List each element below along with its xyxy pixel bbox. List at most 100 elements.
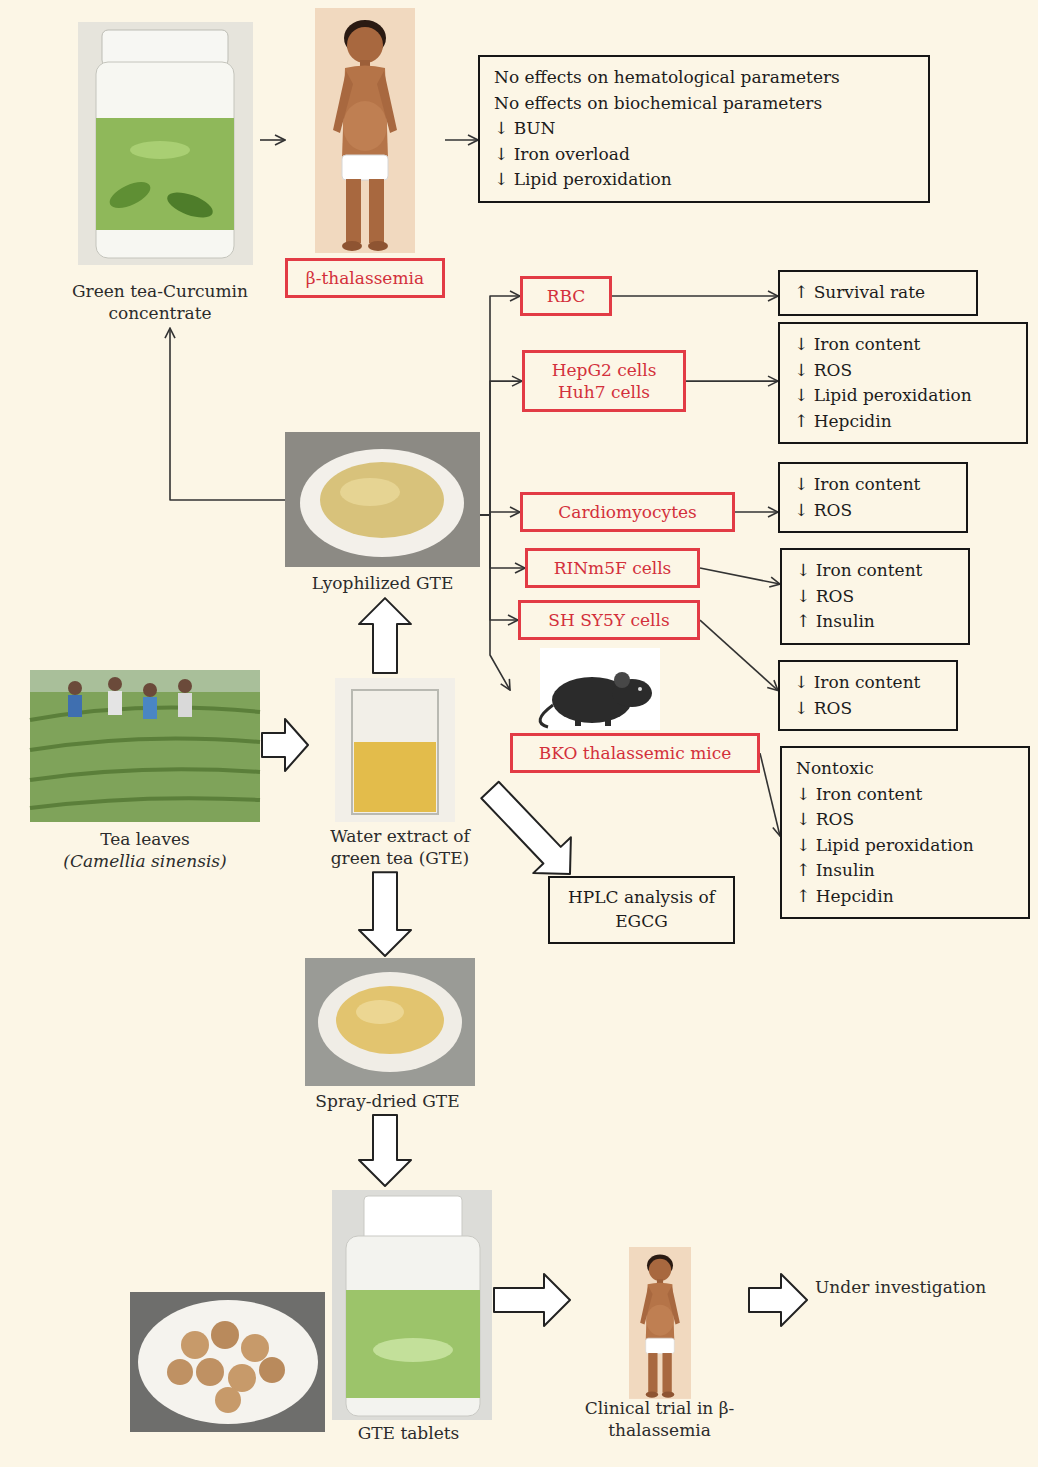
process-arrow bbox=[359, 1115, 411, 1186]
tea-field-photo bbox=[178, 693, 192, 717]
node-text: SH SY5Y cells bbox=[531, 609, 687, 631]
node-text: ↓ ROS bbox=[796, 807, 1014, 833]
lyophilized-photo bbox=[285, 432, 480, 567]
flow-arrow bbox=[480, 381, 522, 515]
node-text: ↓ ROS bbox=[794, 358, 1012, 384]
lyophilized-photo bbox=[340, 478, 400, 506]
process-arrow bbox=[262, 719, 308, 771]
tablets-photo bbox=[211, 1321, 239, 1349]
node-text: No effects on biochemical parameters bbox=[494, 91, 914, 117]
node-text: BKO thalassemic mice bbox=[510, 733, 760, 773]
tablets-photo bbox=[259, 1357, 285, 1383]
process-arrow bbox=[359, 872, 411, 956]
node-text: HPLC analysis of EGCG bbox=[564, 886, 719, 934]
tablets-photo bbox=[181, 1331, 209, 1359]
node-text: ↓ Iron content bbox=[794, 472, 952, 498]
flow-arrow bbox=[686, 380, 778, 382]
tablets-photo bbox=[130, 1292, 325, 1432]
node-text: ↓ Iron content bbox=[796, 782, 1014, 808]
flow-arrow bbox=[260, 139, 285, 141]
mouse-picture bbox=[638, 687, 642, 691]
node-text: ↑ Hepcidin bbox=[796, 884, 1014, 910]
node-text: Nontoxic bbox=[796, 756, 1014, 782]
jar-photo bbox=[96, 118, 234, 230]
model-box: SH SY5Y cells bbox=[518, 600, 700, 640]
node-text: ↑ Hepcidin bbox=[794, 409, 1012, 435]
tea-field-photo bbox=[30, 708, 260, 809]
flow-arrow bbox=[612, 295, 778, 297]
node-text: GTE tablets bbox=[325, 1422, 492, 1444]
model-box: RBC bbox=[520, 276, 612, 316]
node-text: Huh7 cells bbox=[535, 381, 673, 403]
node-text: RBC bbox=[533, 285, 599, 307]
flow-arrow bbox=[760, 753, 780, 836]
node-text: Lyophilized GTE bbox=[285, 572, 480, 594]
tea-field-photo bbox=[108, 677, 122, 691]
node-text: ↓ Iron content bbox=[796, 558, 954, 584]
spray-dried-photo bbox=[305, 958, 475, 1086]
tablets-photo bbox=[346, 1290, 480, 1398]
node-text: ↓ ROS bbox=[794, 696, 942, 722]
mouse-picture bbox=[614, 672, 630, 688]
node-text: Cardiomyocytes bbox=[533, 501, 722, 523]
tablets-photo bbox=[241, 1334, 269, 1362]
child-photo bbox=[315, 8, 415, 253]
node-text: ↓ Lipid peroxidation bbox=[796, 833, 1014, 859]
mouse-picture bbox=[575, 718, 581, 726]
mouse-picture bbox=[540, 648, 660, 730]
beaker-photo bbox=[335, 678, 455, 822]
result-box: ↓ Iron content↓ ROS↓ Lipid peroxidation↑… bbox=[778, 322, 1028, 444]
node-text: Tea leaves bbox=[30, 828, 260, 850]
model-node: BKO thalassemic mice bbox=[510, 645, 760, 773]
tablets-photo bbox=[196, 1358, 224, 1386]
process-arrow bbox=[481, 782, 571, 874]
node-text: ↓ ROS bbox=[796, 584, 954, 610]
tea-field-photo bbox=[178, 679, 192, 693]
photo-node: GTE tablets bbox=[130, 1188, 492, 1444]
photo-node: Clinical trial in β-thalassemia bbox=[572, 1245, 747, 1441]
tablets-photo bbox=[167, 1359, 193, 1385]
tablets-photo bbox=[364, 1196, 462, 1240]
tablets-photo bbox=[138, 1300, 318, 1424]
jar-photo bbox=[78, 22, 253, 265]
jar-photo bbox=[106, 177, 154, 214]
flow-arrow bbox=[700, 568, 780, 584]
result-box: Nontoxic↓ Iron content↓ ROS↓ Lipid perox… bbox=[780, 746, 1030, 919]
tea-field-photo bbox=[30, 670, 260, 822]
tablets-photo bbox=[346, 1236, 480, 1416]
node-text: No effects on hematological parameters bbox=[494, 65, 914, 91]
mouse-picture bbox=[540, 705, 553, 727]
node-text: Green tea-Curcumin concentrate bbox=[60, 280, 260, 324]
tea-field-photo bbox=[143, 683, 157, 697]
tablets-photo bbox=[373, 1338, 453, 1362]
node-text: (Camellia sinensis) bbox=[30, 850, 260, 872]
jar-photo bbox=[130, 141, 190, 159]
tea-field-photo bbox=[143, 697, 157, 719]
photo-node: Water extract of green tea (GTE) bbox=[310, 675, 490, 869]
node-text: β-thalassemia bbox=[285, 258, 445, 298]
result-box: No effects on hematological parametersNo… bbox=[478, 55, 930, 203]
result-box: HPLC analysis of EGCG bbox=[548, 876, 735, 944]
node-text: RINm5F cells bbox=[538, 557, 687, 579]
beaker-photo bbox=[354, 742, 436, 812]
model-node: β-thalassemia bbox=[285, 8, 445, 298]
tea-field-photo bbox=[68, 681, 82, 695]
lyophilized-photo bbox=[300, 449, 464, 557]
tablets-photo bbox=[130, 1190, 492, 1432]
node-text: ↓ Iron overload bbox=[494, 142, 914, 168]
spray-dried-photo bbox=[336, 986, 444, 1054]
tea-field-photo bbox=[68, 695, 82, 717]
node-text: ↑ Insulin bbox=[796, 609, 954, 635]
tea-field-photo bbox=[108, 691, 122, 715]
flow-arrow bbox=[170, 328, 285, 500]
node-text: Clinical trial in β-thalassemia bbox=[572, 1397, 747, 1441]
mouse-picture bbox=[540, 648, 660, 730]
flow-arrow bbox=[445, 139, 478, 141]
flow-arrow bbox=[700, 620, 778, 690]
process-arrow bbox=[494, 1274, 570, 1326]
child-photo bbox=[315, 8, 415, 253]
flow-arrow bbox=[480, 296, 520, 515]
node-text: ↓ ROS bbox=[794, 498, 952, 524]
result-box: ↓ Iron content↓ ROS bbox=[778, 660, 958, 731]
